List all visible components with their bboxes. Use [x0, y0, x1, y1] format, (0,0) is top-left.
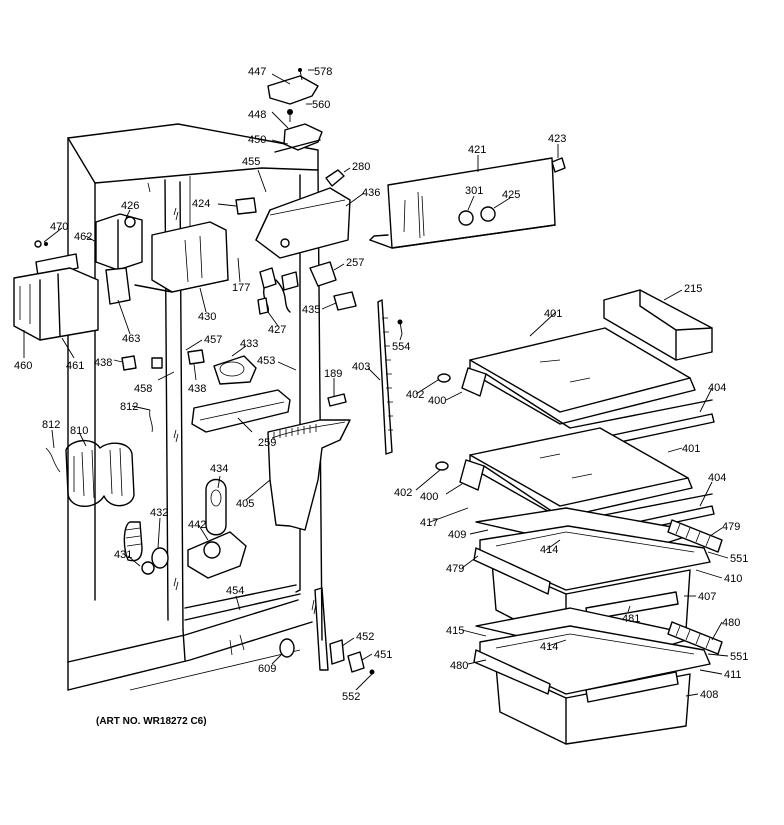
- callout-257: 257: [346, 257, 364, 269]
- callout-415: 415: [446, 625, 464, 637]
- callout-447: 447: [248, 66, 266, 78]
- bottom-small-parts: [279, 319, 403, 675]
- callout-455: 455: [242, 156, 260, 168]
- callout-436: 436: [362, 187, 380, 199]
- callout-414-lower: 414: [540, 641, 558, 653]
- callout-215: 215: [684, 283, 702, 295]
- callout-400-upper: 400: [428, 395, 446, 407]
- callout-labels: 447 578 448 560 450 455 280 436 421 423 …: [14, 66, 748, 703]
- callout-280: 280: [352, 161, 370, 173]
- callout-414-upper: 414: [540, 544, 558, 556]
- callout-578: 578: [314, 66, 332, 78]
- callout-430: 430: [198, 311, 216, 323]
- callout-470: 470: [50, 221, 68, 233]
- callout-458: 458: [134, 383, 152, 395]
- callout-401-lower: 401: [682, 443, 700, 455]
- heater-810: [45, 409, 153, 507]
- art-number: (ART NO. WR18272 C6): [96, 716, 207, 727]
- callout-400-lower: 400: [420, 491, 438, 503]
- callout-432: 432: [150, 507, 168, 519]
- callout-259: 259: [258, 437, 276, 449]
- light-shield-parts: [267, 68, 323, 153]
- callout-609: 609: [258, 663, 276, 675]
- callout-481: 481: [622, 613, 640, 625]
- callout-812-left: 812: [42, 419, 60, 431]
- callout-401-upper: 401: [544, 308, 562, 320]
- callout-812-right: 812: [120, 401, 138, 413]
- callout-552: 552: [342, 691, 360, 703]
- callout-462: 462: [74, 231, 92, 243]
- leader-lines: [23, 69, 729, 697]
- fresh-food-liner: [67, 123, 393, 691]
- callout-451: 451: [374, 649, 392, 661]
- callout-301: 301: [465, 185, 483, 197]
- crisper-lower: [473, 607, 723, 745]
- shelf-215: [603, 289, 713, 361]
- callout-480-right: 480: [722, 617, 740, 629]
- callout-461: 461: [66, 360, 84, 372]
- callout-554: 554: [392, 341, 410, 353]
- callout-177: 177: [232, 282, 250, 294]
- callout-433: 433: [240, 338, 258, 350]
- callout-427: 427: [268, 324, 286, 336]
- callout-810: 810: [70, 425, 88, 437]
- callout-452: 452: [356, 631, 374, 643]
- callout-431: 431: [114, 549, 132, 561]
- callout-409: 409: [448, 529, 466, 541]
- left-components: [13, 213, 163, 371]
- control-panel-421: [369, 157, 566, 249]
- callout-454: 454: [226, 585, 244, 597]
- callout-402-upper: 402: [406, 389, 424, 401]
- callout-450: 450: [248, 134, 266, 146]
- callout-560: 560: [312, 99, 330, 111]
- callout-442: 442: [188, 519, 206, 531]
- callout-438-left: 438: [94, 357, 112, 369]
- callout-424: 424: [192, 198, 210, 210]
- callout-417: 417: [420, 517, 438, 529]
- callout-411: 411: [724, 669, 742, 681]
- callout-457: 457: [204, 334, 222, 346]
- callout-448: 448: [248, 109, 266, 121]
- callout-425: 425: [502, 189, 520, 201]
- callout-407: 407: [698, 591, 716, 603]
- callout-551-upper: 551: [730, 553, 748, 565]
- callout-404-upper: 404: [708, 382, 726, 394]
- callout-404-lower: 404: [708, 472, 726, 484]
- callout-189: 189: [324, 368, 342, 380]
- callout-438-right: 438: [188, 383, 206, 395]
- callout-435: 435: [302, 304, 320, 316]
- callout-403: 403: [352, 361, 370, 373]
- thermostat-parts: [134, 197, 357, 315]
- callout-480-left: 480: [450, 660, 468, 672]
- glass-shelf-401-upper: [437, 327, 715, 449]
- control-housing-436: [255, 169, 351, 259]
- callout-551-lower: 551: [730, 651, 748, 663]
- callout-434: 434: [210, 463, 228, 475]
- center-components: [123, 349, 351, 579]
- callout-423: 423: [548, 133, 566, 145]
- callout-405: 405: [236, 498, 254, 510]
- callout-479-left: 479: [446, 563, 464, 575]
- callout-463: 463: [122, 333, 140, 345]
- callout-479-right: 479: [722, 521, 740, 533]
- callout-402-lower: 402: [394, 487, 412, 499]
- callout-453: 453: [257, 355, 275, 367]
- callout-426: 426: [121, 200, 139, 212]
- callout-421: 421: [468, 144, 486, 156]
- callout-410: 410: [724, 573, 742, 585]
- callout-408: 408: [700, 689, 718, 701]
- callout-460: 460: [14, 360, 32, 372]
